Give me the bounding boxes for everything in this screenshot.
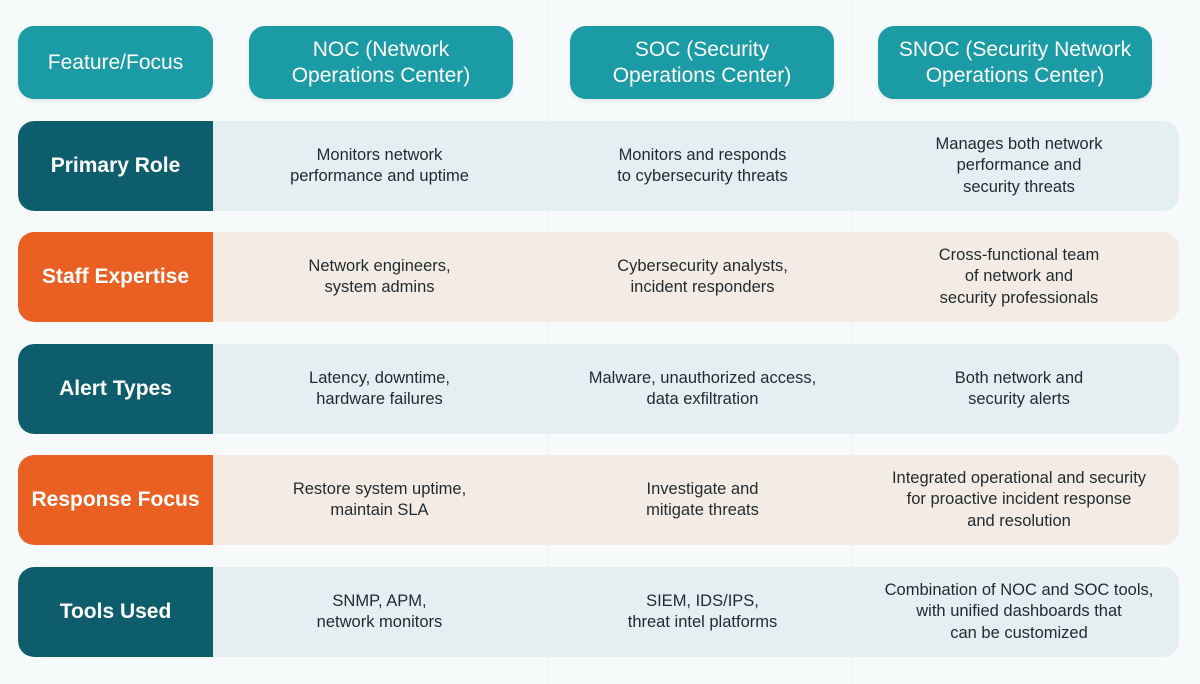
cell-snoc: Combination of NOC and SOC tools, with u…	[884, 580, 1154, 642]
cell-soc: Investigate and mitigate threats	[646, 479, 759, 520]
table-row: Primary Role Monitors network performanc…	[18, 121, 1179, 211]
cell-soc: SIEM, IDS/IPS, threat intel platforms	[627, 591, 778, 632]
cell-noc: SNMP, APM, network monitors	[316, 591, 443, 632]
table-row: Tools Used SNMP, APM, network monitors S…	[18, 567, 1179, 657]
row-label-tools-used: Tools Used	[18, 567, 213, 657]
header-snoc: SNOC (Security Network Operations Center…	[878, 26, 1152, 99]
column-divider	[547, 0, 548, 684]
row-label-primary-role: Primary Role	[18, 121, 213, 211]
header-soc: SOC (Security Operations Center)	[570, 26, 834, 99]
row-body: Restore system uptime, maintain SLA Inve…	[213, 455, 1179, 545]
row-body: Latency, downtime, hardware failures Mal…	[213, 344, 1179, 434]
cell-snoc: Both network and security alerts	[954, 368, 1084, 409]
row-body: SNMP, APM, network monitors SIEM, IDS/IP…	[213, 567, 1179, 657]
cell-soc: Malware, unauthorized access, data exfil…	[588, 368, 817, 409]
cell-noc: Network engineers, system admins	[308, 256, 451, 297]
row-label-response-focus: Response Focus	[18, 455, 213, 545]
cell-snoc: Integrated operational and security for …	[891, 468, 1147, 530]
table-row: Alert Types Latency, downtime, hardware …	[18, 344, 1179, 434]
row-label-staff-expertise: Staff Expertise	[18, 232, 213, 322]
table-row: Staff Expertise Network engineers, syste…	[18, 232, 1179, 322]
row-label-alert-types: Alert Types	[18, 344, 213, 434]
cell-soc: Monitors and responds to cybersecurity t…	[617, 145, 788, 186]
cell-noc: Restore system uptime, maintain SLA	[292, 479, 467, 520]
header-noc: NOC (Network Operations Center)	[249, 26, 513, 99]
cell-snoc: Manages both network performance and sec…	[935, 134, 1103, 196]
cell-noc: Latency, downtime, hardware failures	[309, 368, 450, 409]
cell-noc: Monitors network performance and uptime	[290, 145, 469, 186]
row-body: Monitors network performance and uptime …	[213, 121, 1179, 211]
header-feature-focus: Feature/Focus	[18, 26, 213, 99]
cell-snoc: Cross-functional team of network and sec…	[938, 245, 1100, 307]
cell-soc: Cybersecurity analysts, incident respond…	[617, 256, 788, 297]
table-row: Response Focus Restore system uptime, ma…	[18, 455, 1179, 545]
row-body: Network engineers, system admins Cyberse…	[213, 232, 1179, 322]
column-divider	[852, 0, 853, 684]
